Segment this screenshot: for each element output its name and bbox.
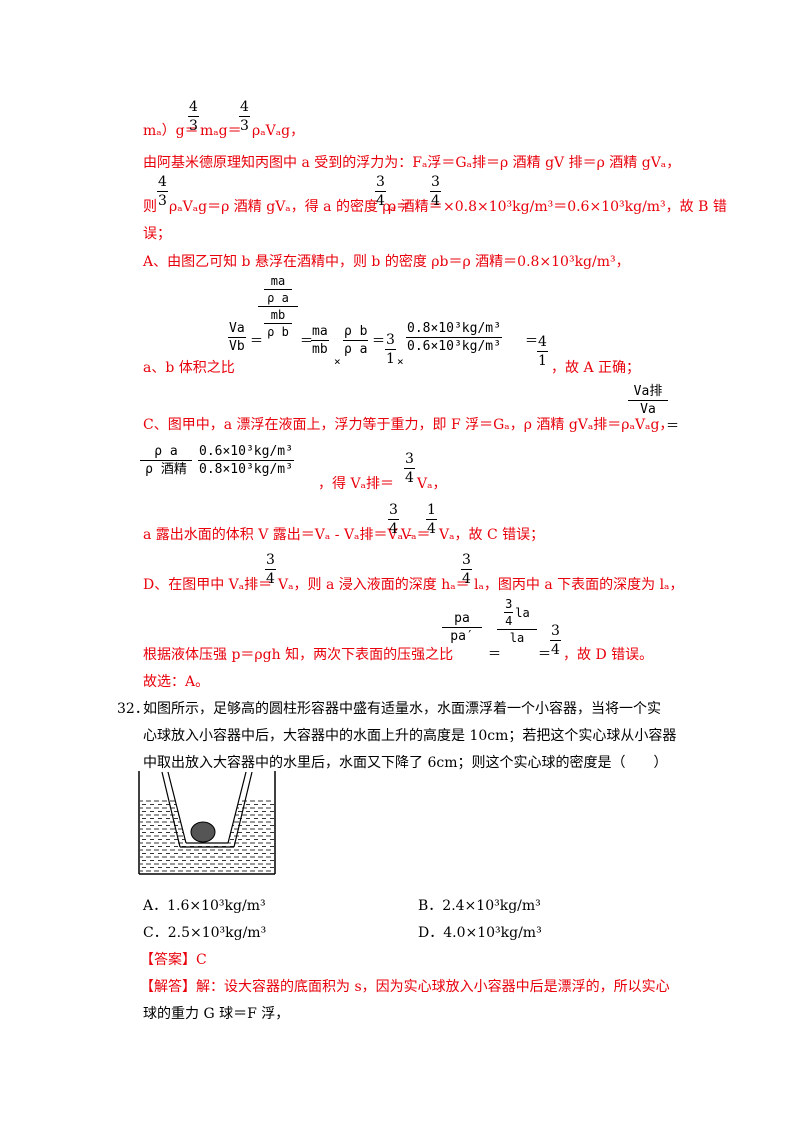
choice-d[interactable]: D．4.0×10³kg/m³ — [418, 925, 542, 941]
question-text-1: 如图所示，足够高的圆柱形容器中盛有适量水，水面漂浮着一个小容器，当将一个实 — [143, 701, 661, 717]
solution-line-10b: ，故 D 错误。 — [563, 647, 654, 663]
solution-line-2: 由阿基米德原理知丙图中 a 受到的浮力为：Fₐ浮＝Gₐ排＝ρ 酒精 gV 排＝ρ… — [143, 155, 681, 171]
solution-line-3d: ×0.8×10³kg/m³＝0.6×10³kg/m³，故 B 错 — [443, 199, 727, 215]
solution-line-9a: D、在图甲中 Vₐ排＝ — [143, 577, 273, 593]
equals-sign: ＝ — [538, 647, 552, 662]
choice-c[interactable]: C．2.5×10³kg/m³ — [143, 925, 267, 941]
solution-line-3a: 则 — [143, 199, 157, 215]
solution-line-1c: ρₐVₐg， — [252, 123, 305, 139]
equals-sign: ＝ — [250, 334, 264, 349]
solution-line-3c: ρ 酒精＝ — [388, 199, 443, 215]
solution-conclusion: 故选：A。 — [143, 674, 210, 690]
solution-line-3e: 误； — [143, 226, 171, 242]
solution-line-8c: Vₐ，故 C 错误； — [439, 527, 545, 543]
solution-line-8a: a 露出水面的体积 V 露出＝Vₐ - Vₐ排＝Vₐ - — [143, 527, 413, 543]
solution-line-7: ，得 Vₐ排＝ — [318, 476, 394, 492]
solution-line-5a: a、b 体积之比 — [143, 360, 235, 376]
solution-line-6: C、图甲中，a 漂浮在液面上，浮力等于重力，即 F 浮＝Gₐ，ρ 酒精 gVₐ排… — [143, 417, 674, 433]
choice-a[interactable]: A．1.6×10³kg/m³ — [143, 898, 266, 914]
solution-line-9b: Vₐ，则 a 浸入液面的深度 hₐ＝ — [278, 577, 470, 593]
solution-line-8b: Vₐ＝ — [401, 527, 431, 543]
solution-line-9c: lₐ，图丙中 a 下表面的深度为 lₐ， — [474, 577, 684, 593]
equals-sign: ＝ — [372, 334, 386, 349]
container-figure — [138, 771, 276, 875]
question-text-3: 中取出放入大容器中的水里后，水面又下降了 6cm；则这个实心球的密度是（ ） — [143, 755, 668, 771]
question-number: 32． — [117, 701, 149, 717]
solution-line-4: A、由图乙可知 b 悬浮在酒精中，则 b 的密度 ρb＝ρ 酒精＝0.8×10³… — [143, 254, 630, 270]
solution-line-1b: mₐg＝ — [200, 123, 242, 139]
question-text-2: 心球放入小容器中后，大容器中的水面上升的高度是 10cm；若把这个实心球从小容器 — [143, 728, 677, 744]
solution-line-5b: ，故 A 正确； — [551, 360, 641, 376]
solution-line-1a: mₐ）g＝ — [143, 123, 199, 139]
times-sign: × — [334, 355, 341, 368]
solution-line-10a: 根据液体压强 p＝ρgh 知，两次下表面的压强之比 — [143, 647, 454, 663]
analysis-line-2: 球的重力 G 球＝F 浮， — [143, 1006, 290, 1022]
solution-line-7b: Vₐ， — [417, 476, 447, 492]
solution-line-3b: ρₐVₐg＝ρ 酒精 gVₐ，得 a 的密度 ρₐ＝ — [169, 199, 411, 215]
analysis-line-1: 【解答】解：设大容器的底面积为 s，因为实心球放入小容器中后是漂浮的，所以实心 — [140, 979, 670, 995]
choice-b[interactable]: B．2.4×10³kg/m³ — [418, 898, 541, 914]
answer-label: 【答案】C — [140, 952, 207, 968]
equals-sign: ＝ — [525, 334, 539, 349]
small-container-interior — [168, 772, 246, 843]
solid-ball — [190, 821, 216, 843]
equals-sign: ＝ — [488, 647, 502, 662]
equals-sign: ＝ — [300, 334, 314, 349]
equals-sign: ＝ — [666, 419, 680, 434]
times-sign: × — [397, 355, 404, 368]
